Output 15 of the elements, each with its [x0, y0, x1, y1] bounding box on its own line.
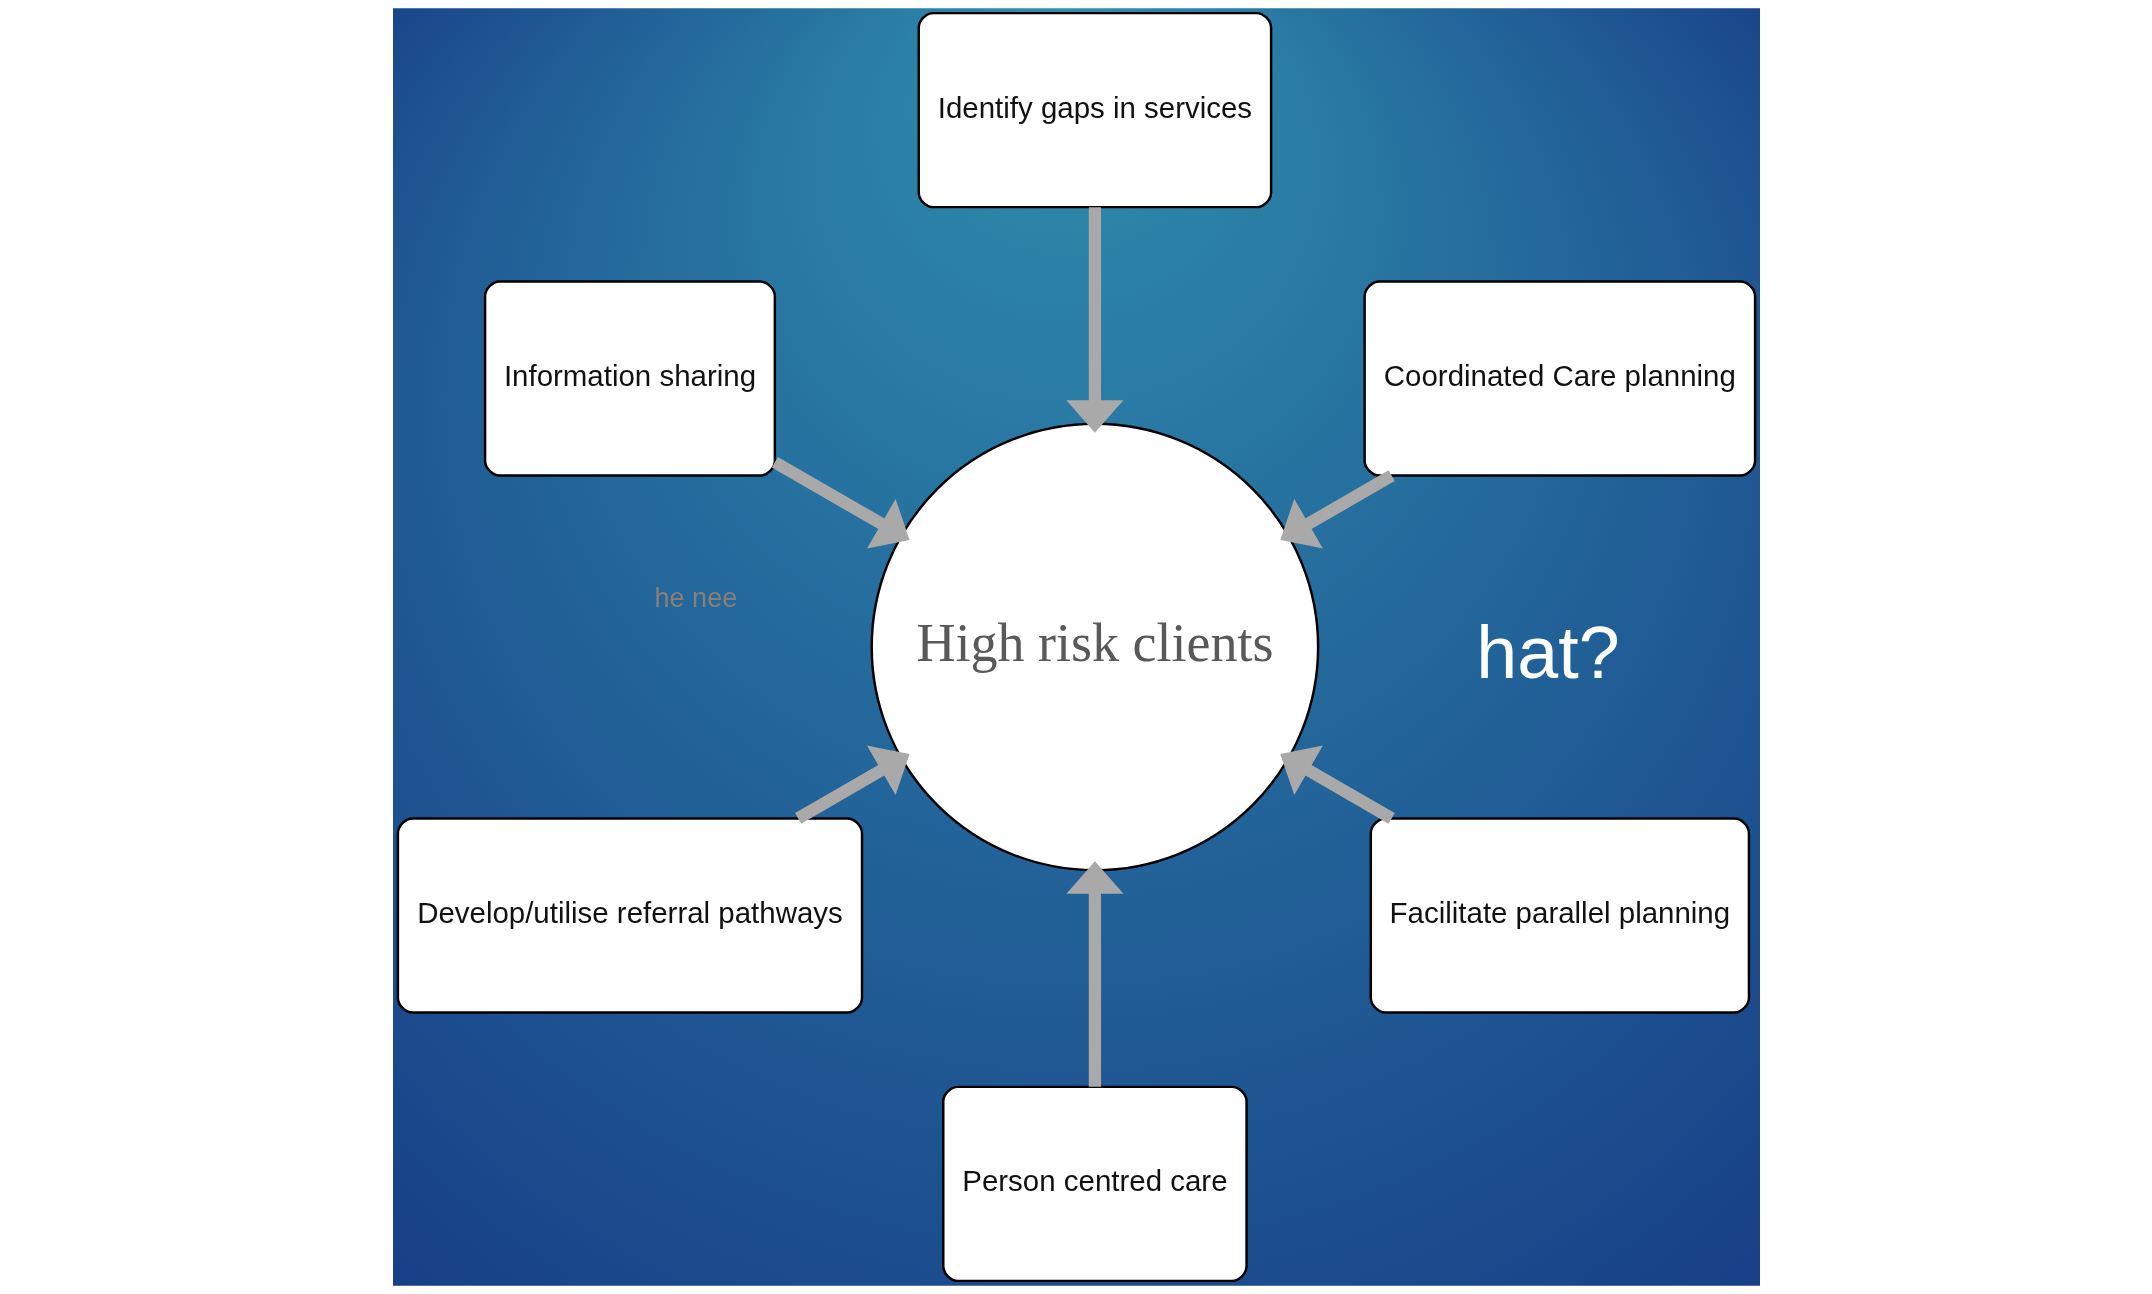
- arrow: [1065, 861, 1123, 1087]
- arrow: [1065, 207, 1123, 433]
- node-box: Coordinated Care planning: [1362, 280, 1756, 477]
- node-box: Information sharing: [483, 280, 776, 477]
- node-box: Identify gaps in services: [917, 11, 1272, 209]
- arrow: [771, 456, 910, 549]
- node-circle: High risk clients: [869, 422, 1319, 872]
- node-box: Person centred care: [941, 1085, 1248, 1283]
- label: he nee: [654, 583, 737, 614]
- arrow: [1279, 470, 1395, 549]
- arrow: [1279, 745, 1395, 824]
- node-box: Develop/utilise referral pathways: [396, 817, 863, 1014]
- node-box: Facilitate parallel planning: [1369, 817, 1750, 1014]
- label: hat?: [1475, 610, 1620, 694]
- arrow: [794, 745, 910, 824]
